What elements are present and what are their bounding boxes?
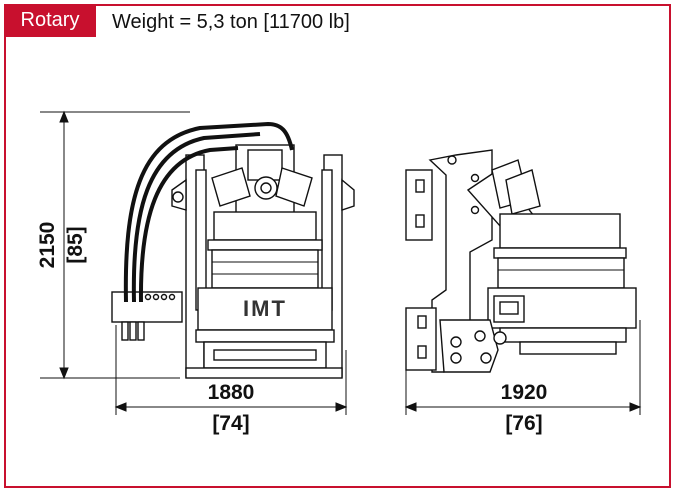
side-width-in-label: [76]: [505, 412, 542, 435]
side-view-machine: [405, 149, 637, 373]
side-width-mm-label: 1920: [501, 381, 548, 404]
height-in-label: [85]: [64, 226, 87, 263]
side-width-dimension: 1920 [76]: [404, 320, 642, 435]
weight-label: Weight = 5,3 ton [11700 lb]: [112, 11, 350, 33]
rotary-tag: Rotary: [4, 4, 96, 37]
front-width-dimension: 1880 [74]: [114, 325, 348, 435]
front-width-mm-label: 1880: [208, 381, 255, 404]
front-width-in-label: [74]: [212, 412, 249, 435]
front-view-machine: IMT: [111, 121, 355, 379]
diagram-frame: [4, 4, 671, 488]
imt-logo: IMT: [243, 296, 287, 321]
front-height-dimension: 2150 [85]: [36, 110, 190, 380]
height-mm-label: 2150: [36, 222, 59, 269]
